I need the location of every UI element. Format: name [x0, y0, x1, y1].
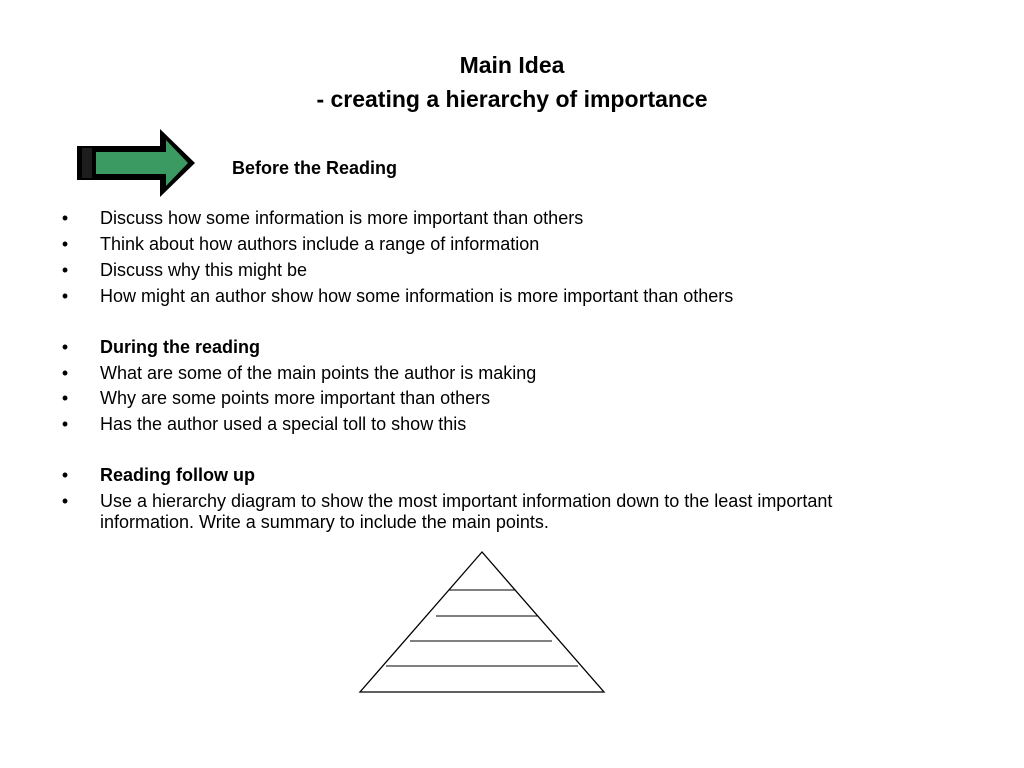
- bullet-dot: •: [61, 363, 69, 383]
- title-line-2: - creating a hierarchy of importance: [316, 86, 708, 112]
- bullet-dot: •: [61, 465, 69, 485]
- bullet-dot: •: [61, 388, 69, 408]
- bullet-dot: •: [61, 234, 69, 254]
- bullet-text: Use a hierarchy diagram to show the most…: [100, 491, 833, 532]
- bullet-dot: •: [61, 491, 69, 511]
- bullet-dot: •: [61, 414, 69, 434]
- bullet-text: How might an author show how some inform…: [100, 286, 734, 306]
- during-reading-heading: During the reading: [100, 337, 261, 357]
- bullet-text: What are some of the main points the aut…: [100, 363, 537, 383]
- title-line-1: Main Idea: [459, 52, 565, 78]
- hierarchy-pyramid-diagram: [358, 551, 606, 693]
- bullet-text: Why are some points more important than …: [100, 388, 491, 408]
- bullet-dot: •: [61, 337, 69, 357]
- bullet-dot: •: [61, 208, 69, 228]
- bullet-dot: •: [61, 260, 69, 280]
- right-arrow-icon: [77, 129, 195, 197]
- reading-follow-up-heading: Reading follow up: [100, 465, 255, 485]
- before-reading-heading: Before the Reading: [232, 158, 398, 178]
- bullet-text: Discuss why this might be: [100, 260, 308, 280]
- slide-title: Main Idea - creating a hierarchy of impo…: [0, 48, 1024, 116]
- bullet-text: Discuss how some information is more imp…: [100, 208, 584, 228]
- bullet-dot: •: [61, 286, 69, 306]
- bullet-text: Think about how authors include a range …: [100, 234, 540, 254]
- pyramid-outline: [358, 551, 606, 693]
- bullet-text: Has the author used a special toll to sh…: [100, 414, 467, 434]
